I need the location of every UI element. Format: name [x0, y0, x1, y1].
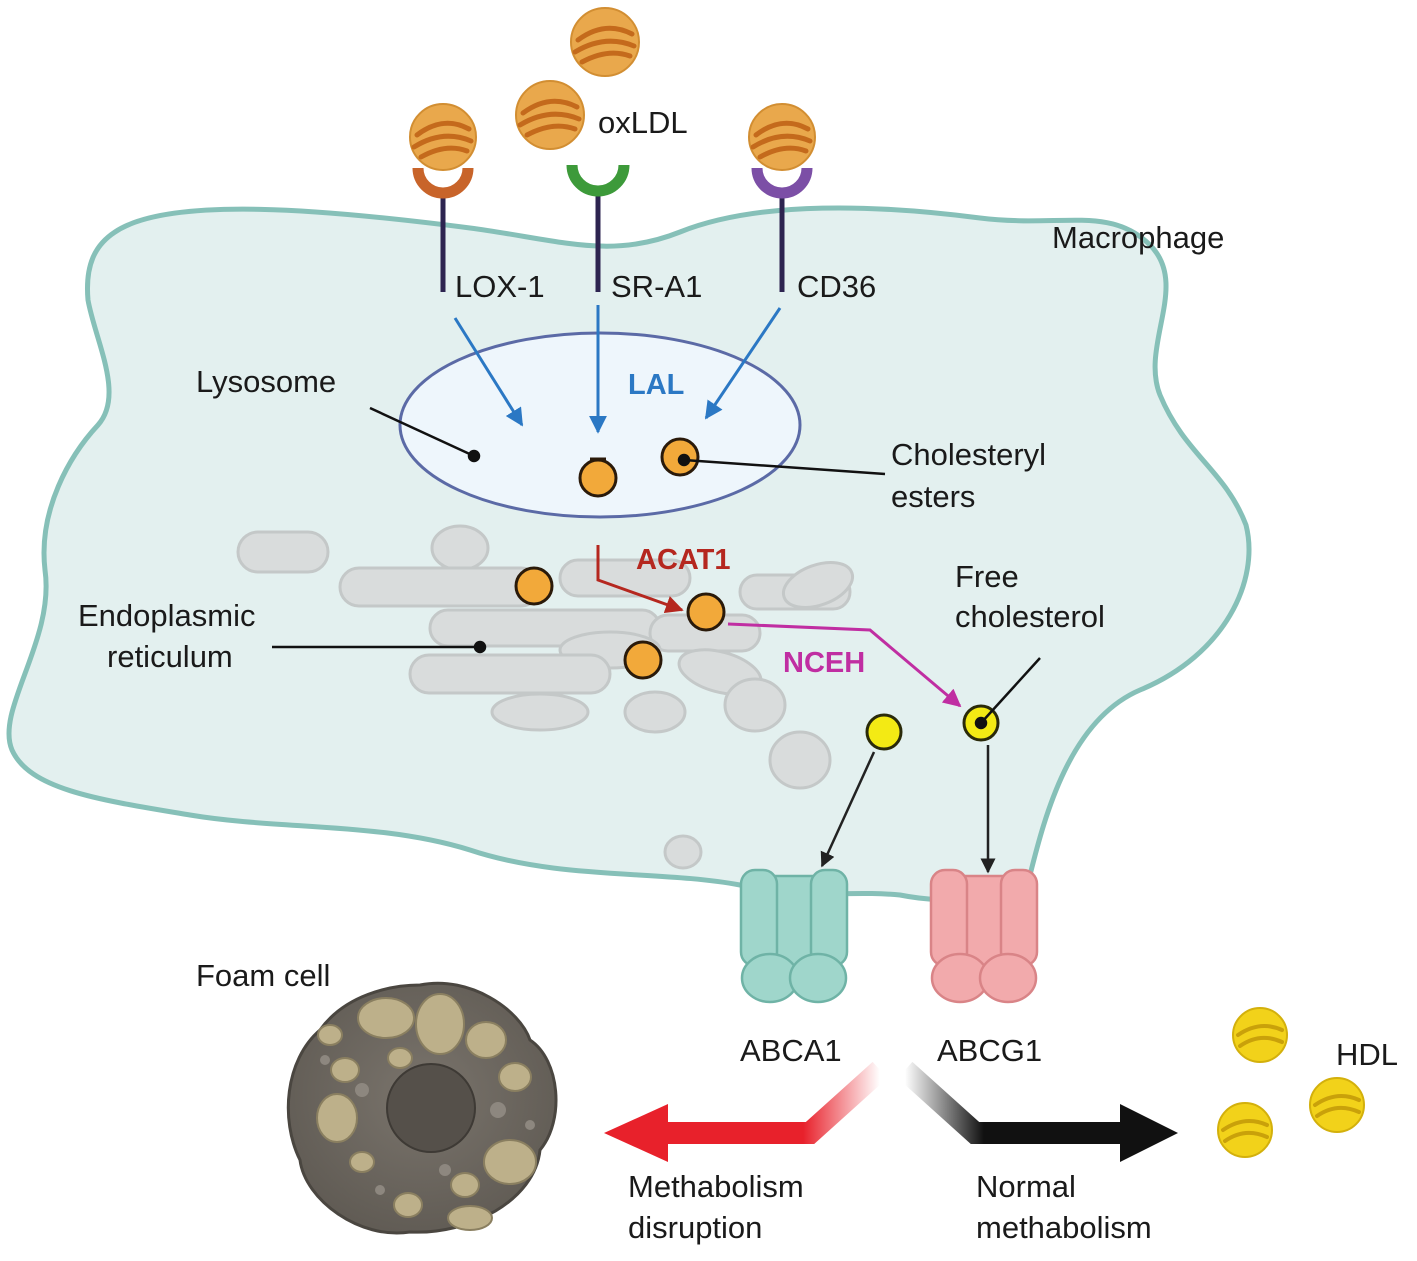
disruption-label-line2: disruption	[628, 1210, 762, 1245]
disruption-label-line1: Methabolism	[628, 1169, 804, 1204]
cholesteryl-esters-label-line2: esters	[891, 479, 975, 514]
lal-label: LAL	[628, 369, 684, 401]
normal-label-line1: Normal	[976, 1169, 1076, 1204]
nceh-arrow	[727, 622, 962, 708]
oxldl-particle	[570, 7, 640, 77]
nceh-label: NCEH	[783, 647, 865, 679]
efflux-arrows	[820, 745, 996, 874]
er-label-line1: Endoplasmic	[78, 598, 255, 633]
hdl-particle	[1217, 1102, 1273, 1158]
hdl-label: HDL	[1336, 1037, 1398, 1072]
lox1-receptor	[412, 167, 474, 292]
hdl-particle	[1309, 1077, 1365, 1133]
free-cholesterol-label-line2: cholesterol	[955, 599, 1105, 634]
cd36-receptor	[751, 167, 813, 292]
pointer-lines	[272, 406, 1041, 730]
macrophage-label: Macrophage	[1052, 220, 1224, 255]
oxldl-particles	[409, 7, 816, 171]
oxldl-label: oxLDL	[598, 105, 688, 140]
acat1-label: ACAT1	[636, 544, 731, 576]
cholesteryl-esters-label-line1: Cholesteryl	[891, 437, 1046, 472]
acat1-arrow	[596, 545, 684, 614]
normal-arrow	[897, 1061, 1178, 1162]
sra1-label: SR-A1	[611, 269, 702, 304]
cd36-label: CD36	[797, 269, 876, 304]
oxldl-particle	[409, 103, 477, 171]
hdl-particles	[1217, 1007, 1365, 1158]
foam-cell	[286, 981, 558, 1235]
abcg1-label: ABCG1	[937, 1033, 1042, 1068]
sra1-receptor	[566, 164, 630, 292]
lysosome-label: Lysosome	[196, 364, 336, 399]
uptake-arrows	[453, 305, 782, 434]
abcg1-transporter	[929, 868, 1039, 1004]
oxldl-particle	[748, 103, 816, 171]
macrophage-cell	[6, 205, 1252, 903]
free-cholesterol-label-line1: Free	[955, 559, 1019, 594]
foam-cell-label: Foam cell	[196, 958, 330, 993]
abca1-label: ABCA1	[740, 1033, 842, 1068]
hdl-particle	[1232, 1007, 1288, 1063]
disruption-arrow	[604, 1061, 888, 1162]
lox1-label: LOX-1	[455, 269, 545, 304]
oxldl-particle	[515, 80, 585, 150]
er-label-line2: reticulum	[107, 639, 233, 674]
normal-label-line2: methabolism	[976, 1210, 1152, 1245]
abca1-transporter	[739, 868, 849, 1004]
